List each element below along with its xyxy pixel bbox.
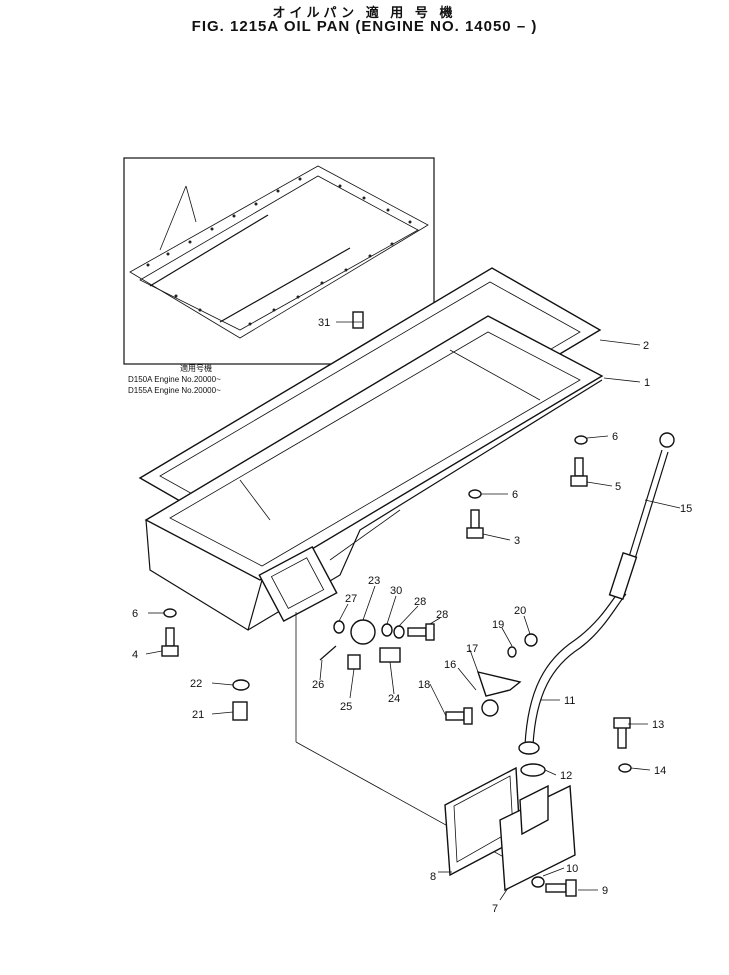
cover-part-7 [499, 784, 576, 892]
callout-5: 5 [615, 481, 621, 493]
callout-25: 25 [340, 701, 352, 713]
title-japanese: オイルパン 適 用 号 機 [272, 5, 457, 20]
callout-4: 4 [132, 649, 138, 661]
pin-part-26 [319, 645, 337, 661]
fitting-part-23 [350, 619, 376, 645]
leader-lines [145, 321, 681, 901]
plug-part-25 [347, 654, 361, 670]
dipstick-guide-part-11 [524, 589, 621, 746]
callout-21: 21 [192, 709, 204, 721]
callout-7: 7 [492, 903, 498, 915]
callout-10: 10 [566, 863, 578, 875]
callout-23: 23 [368, 575, 380, 587]
plug-part-21 [232, 701, 248, 721]
bolt-part-28 [407, 623, 435, 641]
bolt-part-18 [445, 707, 473, 725]
inset-note-title: 適用号機 [180, 363, 212, 373]
callout-6a: 6 [612, 431, 618, 443]
dipstick-part-15 [608, 432, 675, 600]
callout-26: 26 [312, 679, 324, 691]
callout-12: 12 [560, 770, 572, 782]
bolt-part-3 [466, 509, 484, 539]
callout-28b: 28 [436, 609, 448, 621]
plug-part-31 [352, 311, 364, 329]
figure-title: FIG. 1215A OIL PAN (ENGINE NO. 14050 – ) [191, 18, 538, 35]
callout-24: 24 [388, 693, 400, 705]
callout-16: 16 [444, 659, 456, 671]
callout-27: 27 [345, 593, 357, 605]
callout-13: 13 [652, 719, 664, 731]
bolt-part-9 [545, 879, 577, 897]
callout-2: 2 [643, 340, 649, 352]
clamp-part-16-17 [476, 671, 522, 717]
callout-6b: 6 [512, 489, 518, 501]
callout-18: 18 [418, 679, 430, 691]
inset-detail [123, 157, 435, 365]
callout-14: 14 [654, 765, 666, 777]
callout-31: 31 [318, 317, 330, 329]
inset-note-line1: D150A Engine No.20000~ [128, 375, 221, 384]
callout-19: 19 [492, 619, 504, 631]
bolt-part-5 [570, 457, 588, 487]
callout-9: 9 [602, 885, 608, 897]
bolt-part-4 [161, 627, 179, 657]
callout-6c: 6 [132, 608, 138, 620]
callout-15: 15 [680, 503, 692, 515]
callout-28a: 28 [414, 596, 426, 608]
callout-8: 8 [430, 871, 436, 883]
callout-20: 20 [514, 605, 526, 617]
callout-11: 11 [564, 695, 575, 707]
inset-note-line2: D155A Engine No.20000~ [128, 386, 221, 395]
callout-3: 3 [514, 535, 520, 547]
callout-17: 17 [466, 643, 478, 655]
callout-30: 30 [390, 585, 402, 597]
plug-part-24 [379, 647, 401, 663]
oil-pan-part-1 [144, 315, 604, 631]
bolt-part-13 [613, 717, 631, 749]
callout-22: 22 [190, 678, 202, 690]
callout-1: 1 [644, 377, 650, 389]
bracket-part-12 [520, 763, 546, 777]
